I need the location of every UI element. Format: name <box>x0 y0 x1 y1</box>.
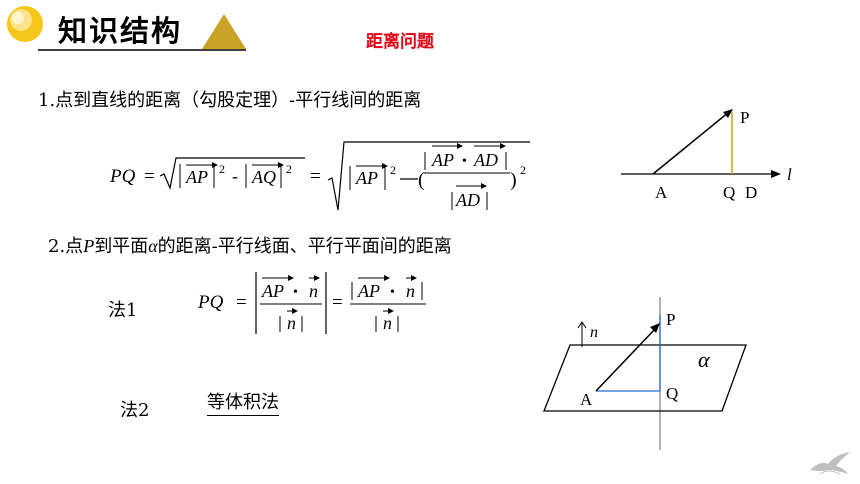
svg-text:PQ: PQ <box>109 166 136 187</box>
svg-text:n: n <box>406 281 415 301</box>
svg-text:AD: AD <box>455 190 480 210</box>
svg-text:n: n <box>287 313 296 333</box>
svg-text:=: = <box>332 292 343 313</box>
svg-text:): ) <box>510 169 517 191</box>
point-plane-figure: n P A Q α <box>543 297 747 450</box>
svg-text:=: = <box>144 166 155 187</box>
svg-text:PQ: PQ <box>197 292 224 313</box>
svg-text:α: α <box>698 347 710 372</box>
triangle-icon <box>202 14 246 49</box>
method2-text: 等体积法 <box>207 388 279 416</box>
page-title: 知识结构 <box>58 14 183 48</box>
distance-formula-2: PQ = AP • n n = AP • n n <box>197 272 426 334</box>
svg-text:D: D <box>745 183 757 202</box>
svg-text:Q: Q <box>723 183 735 202</box>
svg-text:=: = <box>310 166 321 187</box>
crane-logo-icon <box>810 452 850 475</box>
svg-text:•: • <box>390 285 395 300</box>
svg-text:AP: AP <box>261 281 284 301</box>
svg-text:A: A <box>655 183 668 202</box>
svg-text:AP: AP <box>357 281 380 301</box>
svg-text:=: = <box>236 292 247 313</box>
svg-text:•: • <box>293 285 298 300</box>
svg-text:•: • <box>462 154 467 169</box>
header-decoration <box>7 6 246 51</box>
svg-text:n: n <box>309 281 318 301</box>
svg-text:AD: AD <box>473 150 498 170</box>
svg-text:(: ( <box>418 169 425 191</box>
method1-label: 法1 <box>108 300 138 321</box>
svg-text:2: 2 <box>390 163 396 177</box>
distance-formula-1: PQ = AP 2 - AQ 2 = AP 2 ( AP • AD AD ) 2 <box>109 141 530 211</box>
svg-text:2: 2 <box>520 163 526 177</box>
svg-text:2: 2 <box>219 162 225 176</box>
svg-text:2: 2 <box>286 162 292 176</box>
svg-text:AP: AP <box>185 167 208 187</box>
svg-text:AP: AP <box>355 168 378 188</box>
svg-text:AP: AP <box>431 150 454 170</box>
section1-heading: 1.点到直线的距离（勾股定理）-平行线间的距离 <box>38 90 422 111</box>
section2-heading: 2.点P到平面α的距离-平行线面、平行平面间的距离 <box>48 236 452 257</box>
svg-text:-: - <box>232 166 238 186</box>
svg-text:P: P <box>740 108 749 127</box>
svg-text:Q: Q <box>666 384 678 403</box>
svg-text:n: n <box>383 313 392 333</box>
svg-text:AQ: AQ <box>251 167 276 187</box>
svg-text:P: P <box>666 310 675 329</box>
svg-text:l: l <box>787 165 792 184</box>
method2-label: 法2 <box>120 400 150 421</box>
svg-text:A: A <box>580 390 593 409</box>
point-line-figure: P A Q D l <box>621 108 792 202</box>
svg-text:n: n <box>590 324 598 341</box>
topic-title: 距离问题 <box>366 32 434 52</box>
